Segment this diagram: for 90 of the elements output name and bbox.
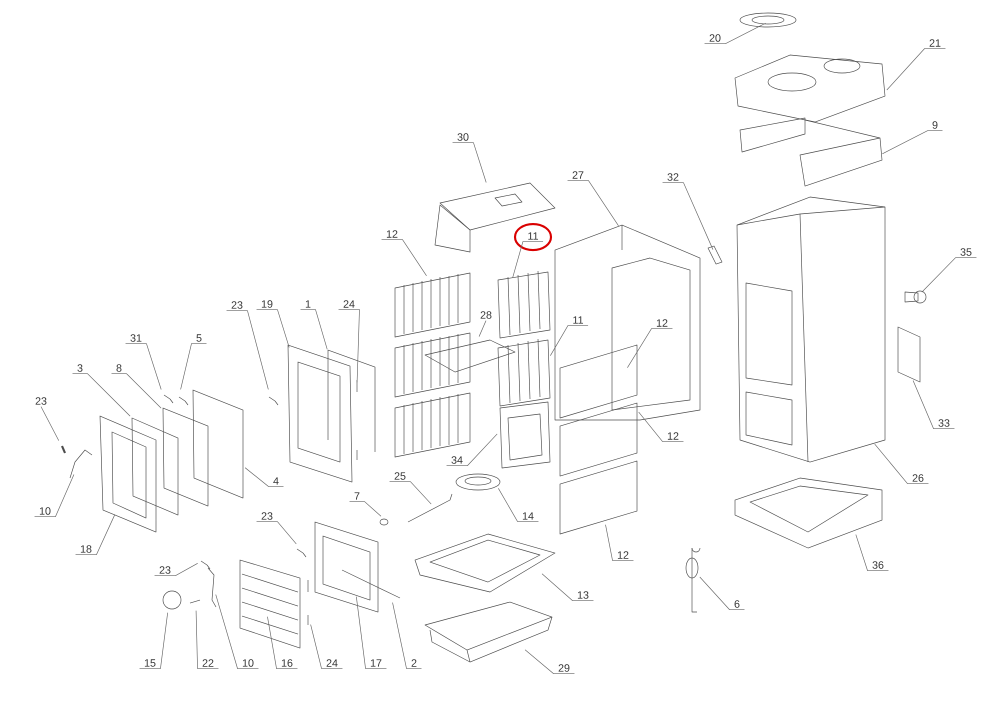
callout-number: 24 — [326, 659, 338, 667]
leader-line — [244, 467, 284, 487]
callout-number: 20 — [710, 34, 721, 42]
callout-number: 35 — [960, 248, 972, 256]
leader-line — [310, 624, 343, 669]
callout-number: 21 — [930, 39, 940, 47]
leader-line — [196, 610, 219, 669]
callout-number: 12 — [618, 551, 628, 559]
leader-line — [154, 562, 198, 576]
leader-line — [381, 239, 427, 276]
callout-number: 8 — [116, 364, 122, 372]
callout-number: 26 — [912, 474, 924, 482]
leader-line — [40, 406, 60, 441]
callout-number: 18 — [80, 545, 92, 553]
leader-line — [256, 521, 297, 544]
leader-line — [125, 343, 162, 390]
callout-number: 36 — [872, 561, 884, 569]
leader-line — [478, 320, 486, 337]
leader-line — [922, 257, 977, 292]
callout-number: 11 — [573, 316, 584, 324]
leader-line — [886, 48, 946, 90]
leader-line — [300, 309, 328, 350]
callout-number: 2 — [412, 659, 416, 667]
callout-number: 16 — [282, 659, 292, 667]
leader-line — [452, 142, 487, 183]
leader-line — [256, 309, 290, 348]
leader-line — [139, 612, 168, 669]
leader-line — [856, 534, 889, 571]
callout-number: 33 — [938, 419, 950, 427]
callout-number: 5 — [196, 334, 202, 342]
leader-line — [446, 434, 498, 466]
leader-line — [338, 309, 360, 383]
callout-number: 10 — [242, 659, 254, 667]
callout-number: 34 — [451, 456, 463, 464]
callout-number: 27 — [572, 171, 584, 179]
callout-number: 28 — [480, 311, 492, 319]
leader-line — [912, 380, 955, 429]
callout-number: 23 — [262, 512, 272, 520]
callout-number: 12 — [668, 432, 678, 440]
callout-number: 1 — [306, 300, 310, 308]
leader-line — [524, 649, 575, 674]
leader-line — [550, 325, 588, 356]
callout-number: 4 — [273, 477, 279, 485]
leader-line — [662, 182, 714, 250]
leader-line — [226, 310, 269, 390]
callout-number: 29 — [558, 664, 570, 672]
callout-number: 11 — [528, 232, 538, 240]
leader-line — [699, 576, 745, 610]
leader-line — [111, 373, 162, 408]
leader-line — [267, 616, 298, 669]
leader-line — [349, 501, 382, 517]
callout-number: 23 — [160, 566, 170, 574]
leader-line — [638, 412, 684, 442]
leader-line — [215, 594, 259, 669]
callout-number: 25 — [394, 472, 406, 480]
callout-number: 23 — [232, 301, 242, 309]
callout-number: 31 — [130, 334, 142, 342]
callout-number: 9 — [932, 121, 938, 129]
leader-line — [882, 130, 943, 154]
leader-line — [75, 514, 116, 555]
callout-number: 32 — [667, 173, 678, 181]
leader-line — [180, 343, 207, 390]
leader-line — [356, 596, 387, 669]
callout-number: 19 — [262, 300, 272, 308]
callout-number: 17 — [370, 659, 382, 667]
leader-line — [605, 524, 634, 561]
leader-line — [34, 474, 74, 517]
leader-line — [627, 328, 673, 368]
leader-line — [392, 602, 422, 669]
callout-number: 10 — [40, 507, 51, 515]
callout-number: 24 — [344, 300, 355, 308]
callout-number: 13 — [578, 591, 588, 599]
leader-line — [72, 373, 130, 416]
callout-number: 3 — [77, 364, 82, 372]
callout-number: 30 — [457, 133, 469, 141]
leader-line — [704, 22, 766, 44]
leader-line — [389, 481, 432, 504]
leader-line — [874, 444, 929, 484]
callout-number: 7 — [354, 492, 360, 500]
callout-number: 14 — [522, 512, 534, 520]
callout-number: 6 — [734, 600, 740, 608]
leader-line — [567, 180, 619, 226]
callout-number: 12 — [656, 319, 668, 327]
callout-number: 23 — [36, 397, 46, 405]
callout-number: 22 — [202, 659, 214, 667]
callout-number: 15 — [144, 659, 156, 667]
callout-number: 12 — [386, 230, 398, 238]
leader-line — [512, 241, 544, 278]
leader-line — [498, 488, 539, 522]
leader-line — [542, 573, 594, 601]
